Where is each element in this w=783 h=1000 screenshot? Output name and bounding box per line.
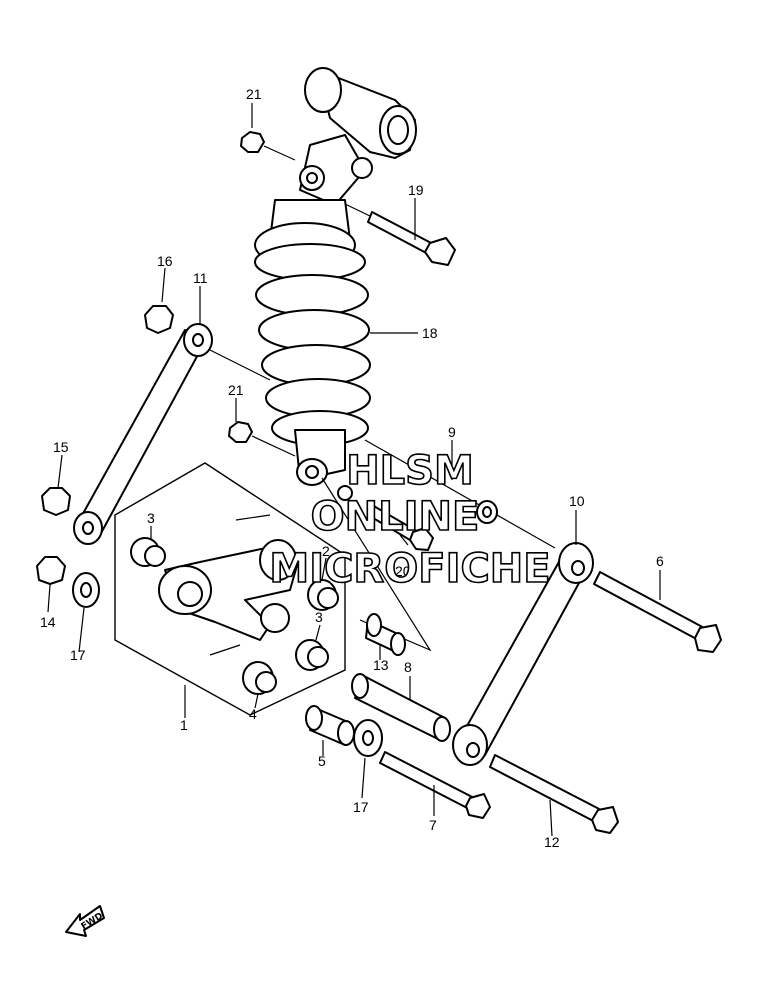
bolt-12[interactable] [489,754,619,834]
callout-10: 10 [569,493,585,509]
watermark-line-3: MICROFICHE [269,546,550,592]
bush-13[interactable] [365,613,406,656]
link-rod-10[interactable] [452,542,594,766]
nut-21-middle[interactable] [228,421,296,457]
callout-15: 15 [53,439,69,455]
spacer-8[interactable] [351,673,451,742]
callout-18: 18 [422,325,438,341]
bolt-20[interactable] [337,485,434,551]
bolt-6[interactable] [593,571,722,653]
callout-4: 4 [249,706,257,722]
callout-3-left: 3 [147,510,155,526]
link-rod-11[interactable] [73,323,271,545]
callout-14: 14 [40,614,56,630]
nut-15[interactable] [41,487,71,516]
callout-1: 1 [180,717,188,733]
callout-numbers: 21 19 18 16 11 21 15 9 10 6 3 2 3 20 14 … [40,86,664,850]
callout-16: 16 [157,253,173,269]
callout-2: 2 [322,543,330,559]
callout-21-top: 21 [246,86,262,102]
callout-13: 13 [373,657,389,673]
nut-14[interactable] [36,556,66,585]
callout-6: 6 [656,553,664,569]
bolt-19[interactable] [344,203,456,266]
callout-5: 5 [318,753,326,769]
callout-3-right: 3 [315,609,323,625]
watermark-line-2: ONLINE [311,494,480,540]
callout-7: 7 [429,817,437,833]
callout-19: 19 [408,182,424,198]
callout-12: 12 [544,834,560,850]
fwd-arrow-icon: FWD [65,905,105,937]
shock-absorber[interactable] [254,67,417,486]
watermark: HLSM ONLINE MICROFICHE [269,447,552,593]
callout-20: 20 [395,563,411,579]
bush-5[interactable] [305,705,355,746]
leader-9 [364,439,556,549]
callout-9: 9 [448,424,456,440]
nut-16[interactable] [144,305,174,334]
callout-8: 8 [404,659,412,675]
washer-17-right[interactable] [353,719,383,757]
callout-17-right: 17 [353,799,369,815]
cushion-lever-assembly-1[interactable] [114,462,346,716]
callout-21-middle: 21 [228,382,244,398]
callout-11: 11 [193,270,208,286]
bolt-7[interactable] [379,751,491,819]
callout-17-left: 17 [70,647,86,663]
washer-17-left[interactable] [72,572,100,608]
nut-21-top[interactable] [240,131,296,161]
watermark-line-1: HLSM [346,448,474,494]
callout-leaders [47,103,661,837]
